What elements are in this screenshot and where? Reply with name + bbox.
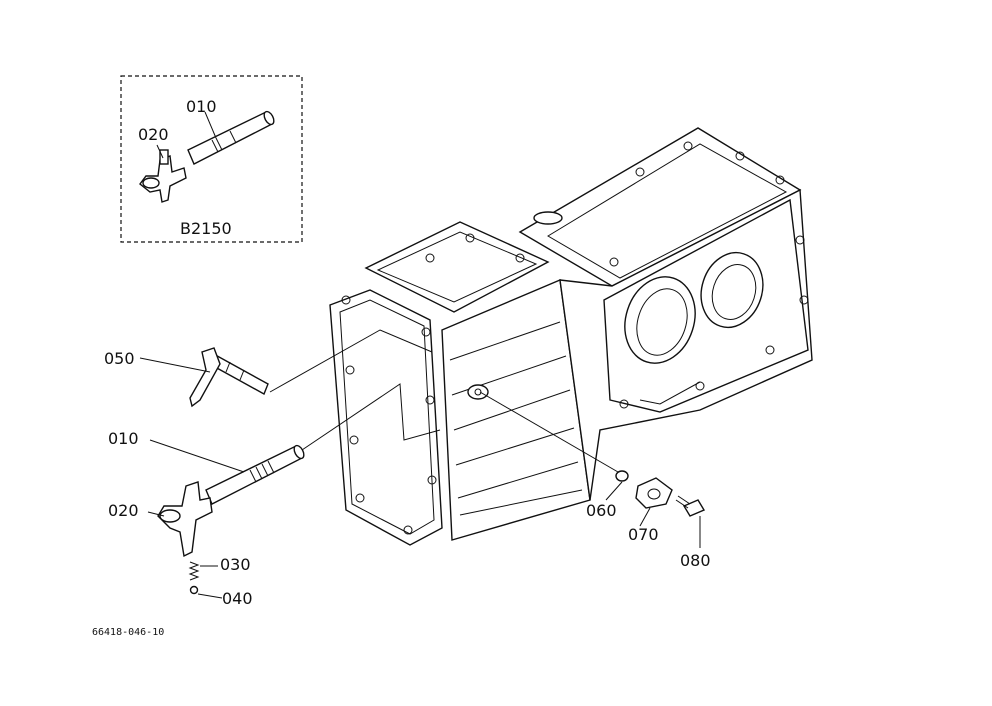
- inset-model-label: B2150: [180, 219, 232, 238]
- callout-030: 030: [220, 555, 251, 574]
- callout-070: 070: [628, 525, 659, 544]
- callout-060: 060: [586, 501, 617, 520]
- part-030-spring: 030: [188, 555, 251, 581]
- drawing-number: 66418-046-10: [92, 627, 164, 638]
- inset-shift-fork: [139, 149, 187, 203]
- part-060-o-ring: 060: [479, 391, 629, 520]
- part-070-cover: 070: [628, 477, 673, 544]
- transmission-case: [329, 127, 813, 546]
- inset-callout-010: 010: [186, 97, 217, 116]
- part-040-ball: 040: [189, 585, 253, 608]
- callout-050: 050: [104, 349, 135, 368]
- part-050-shift-arm: 050: [104, 329, 433, 408]
- part-020-shift-fork: 020: [108, 481, 213, 558]
- callout-080: 080: [680, 551, 711, 570]
- inset-box: 010 020 B2150: [120, 75, 303, 243]
- callout-010: 010: [108, 429, 139, 448]
- inset-callout-020: 020: [138, 125, 169, 144]
- part-010-shift-rod: 010: [108, 383, 441, 505]
- part-080-bolt: 080: [675, 495, 711, 570]
- callout-040: 040: [222, 589, 253, 608]
- inset-shift-rod: [187, 110, 275, 165]
- callout-020: 020: [108, 501, 139, 520]
